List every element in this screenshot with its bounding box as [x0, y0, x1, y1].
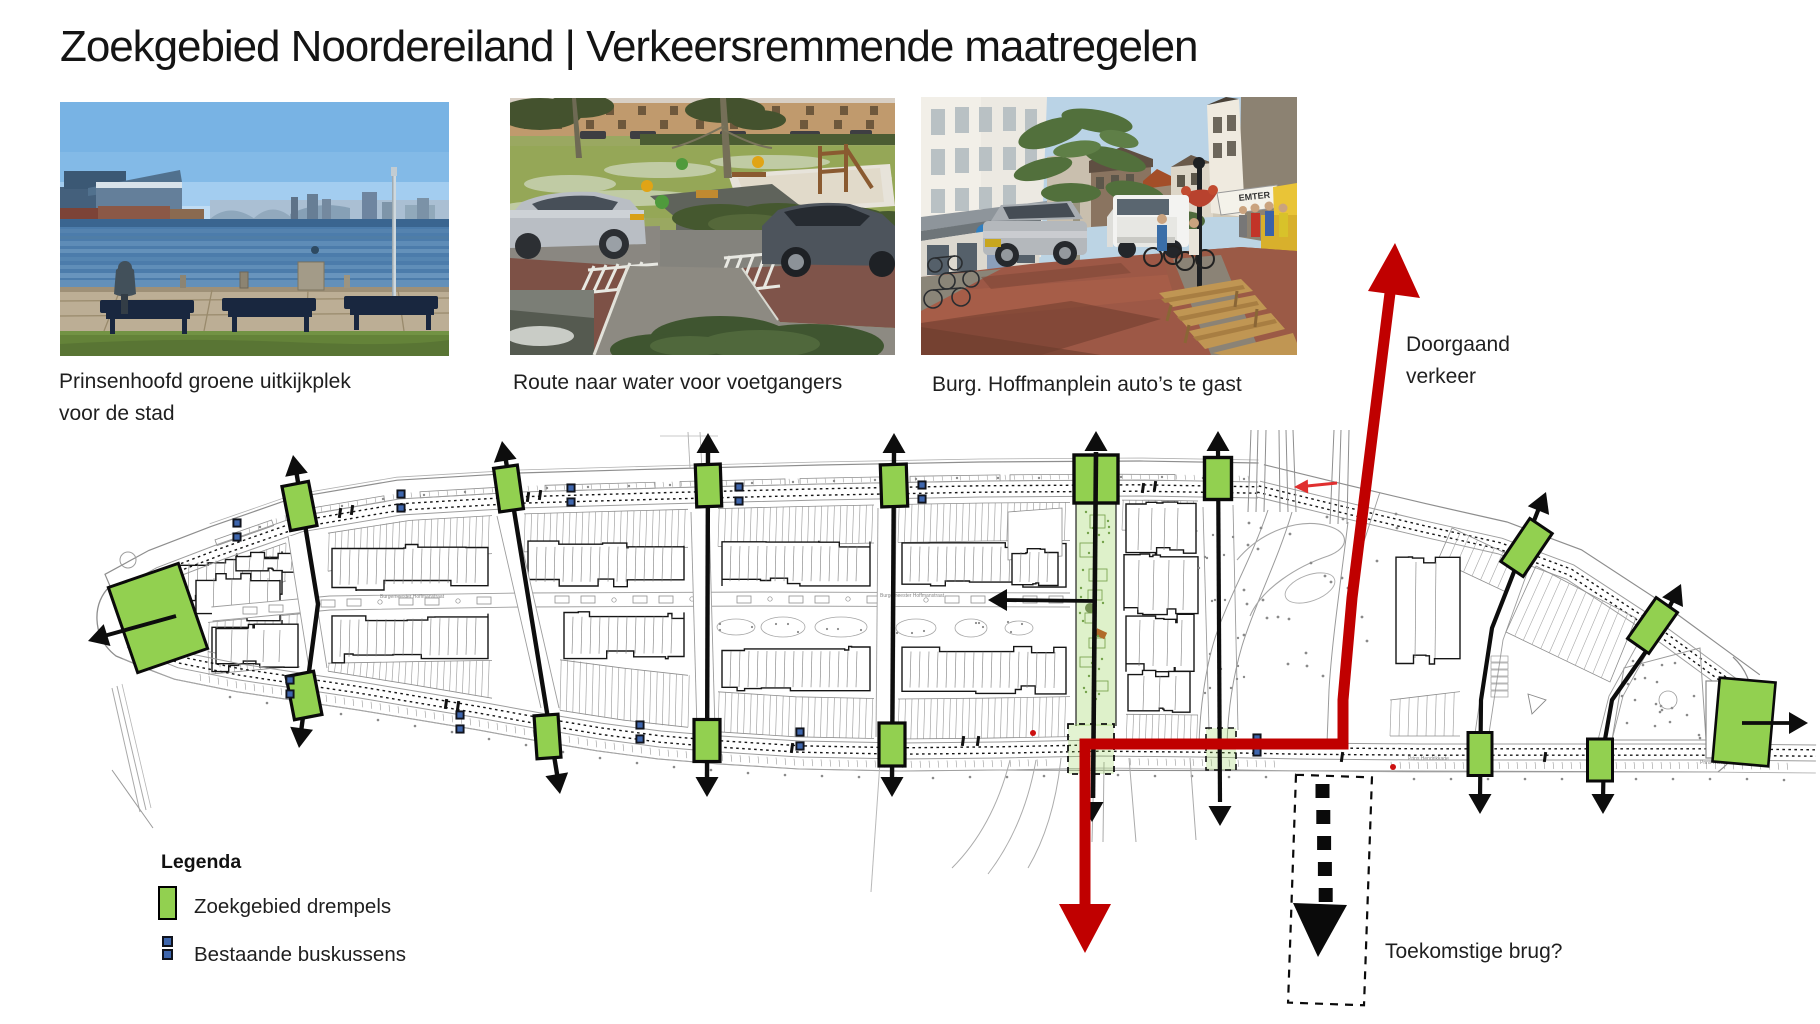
svg-text:EMTER: EMTER — [1238, 190, 1271, 203]
svg-text:Prins Hendrikkade: Prins Hendrikkade — [1408, 756, 1449, 762]
svg-text:Burgemeester Hoffmanstraat: Burgemeester Hoffmanstraat — [880, 593, 945, 599]
svg-text:Burgemeester Hoffmanstraat: Burgemeester Hoffmanstraat — [380, 594, 445, 600]
